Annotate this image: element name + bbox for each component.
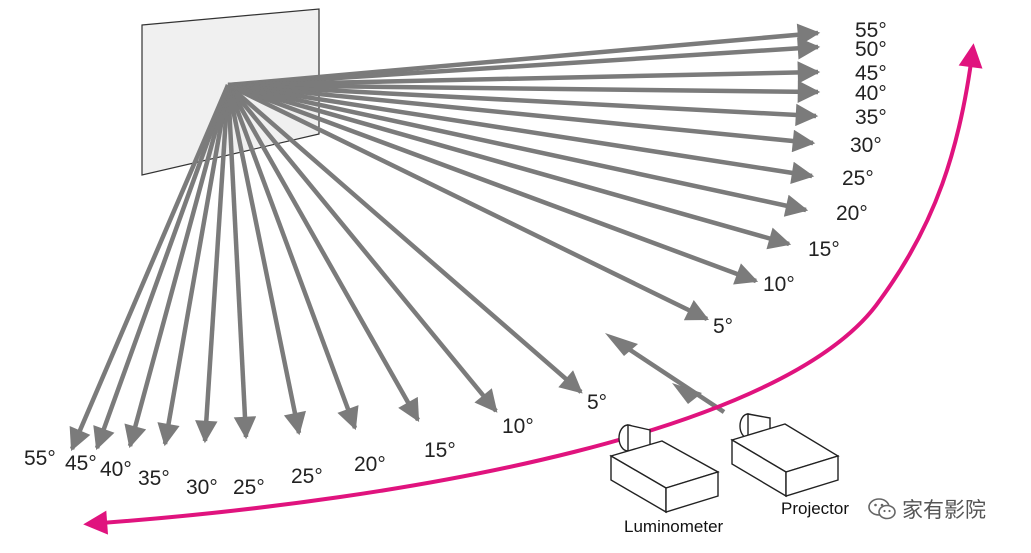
lower-4-label: 20° xyxy=(354,453,386,476)
luminometer-device xyxy=(609,424,720,514)
lower-1-label: 5° xyxy=(587,391,607,414)
lower-5-label: 25° xyxy=(291,465,323,488)
upper-6-label: 30° xyxy=(850,134,882,157)
lower-7-label: 30° xyxy=(186,476,218,499)
lower-3-ray xyxy=(226,83,420,422)
lower-3-label: 15° xyxy=(424,439,456,462)
upper-4-label: 40° xyxy=(855,82,887,105)
upper-9-label: 15° xyxy=(808,238,840,261)
luminometer-label: Luminometer xyxy=(624,517,724,536)
upper-8-label: 20° xyxy=(836,202,868,225)
projector-label: Projector xyxy=(781,499,849,518)
lower-6-label: 25° xyxy=(233,476,265,499)
lower-2-label: 10° xyxy=(502,415,534,438)
upper-1-label: 55° xyxy=(855,19,887,42)
lower-11-label: 55° xyxy=(24,447,56,470)
upper-5-label: 35° xyxy=(855,106,887,129)
lower-10-label: 45° xyxy=(65,452,97,475)
watermark: 家有影院 xyxy=(868,494,986,524)
upper-10-label: 10° xyxy=(763,273,795,296)
lower-9-label: 40° xyxy=(100,458,132,481)
upper-11-label: 5° xyxy=(713,315,733,338)
upper-2-label: 50° xyxy=(855,38,887,61)
wechat-icon xyxy=(868,498,896,520)
scan-arc xyxy=(83,43,983,535)
upper-7-label: 25° xyxy=(842,167,874,190)
lower-8-label: 35° xyxy=(138,467,170,490)
projector-device xyxy=(730,413,840,498)
watermark-text: 家有影院 xyxy=(902,498,986,522)
